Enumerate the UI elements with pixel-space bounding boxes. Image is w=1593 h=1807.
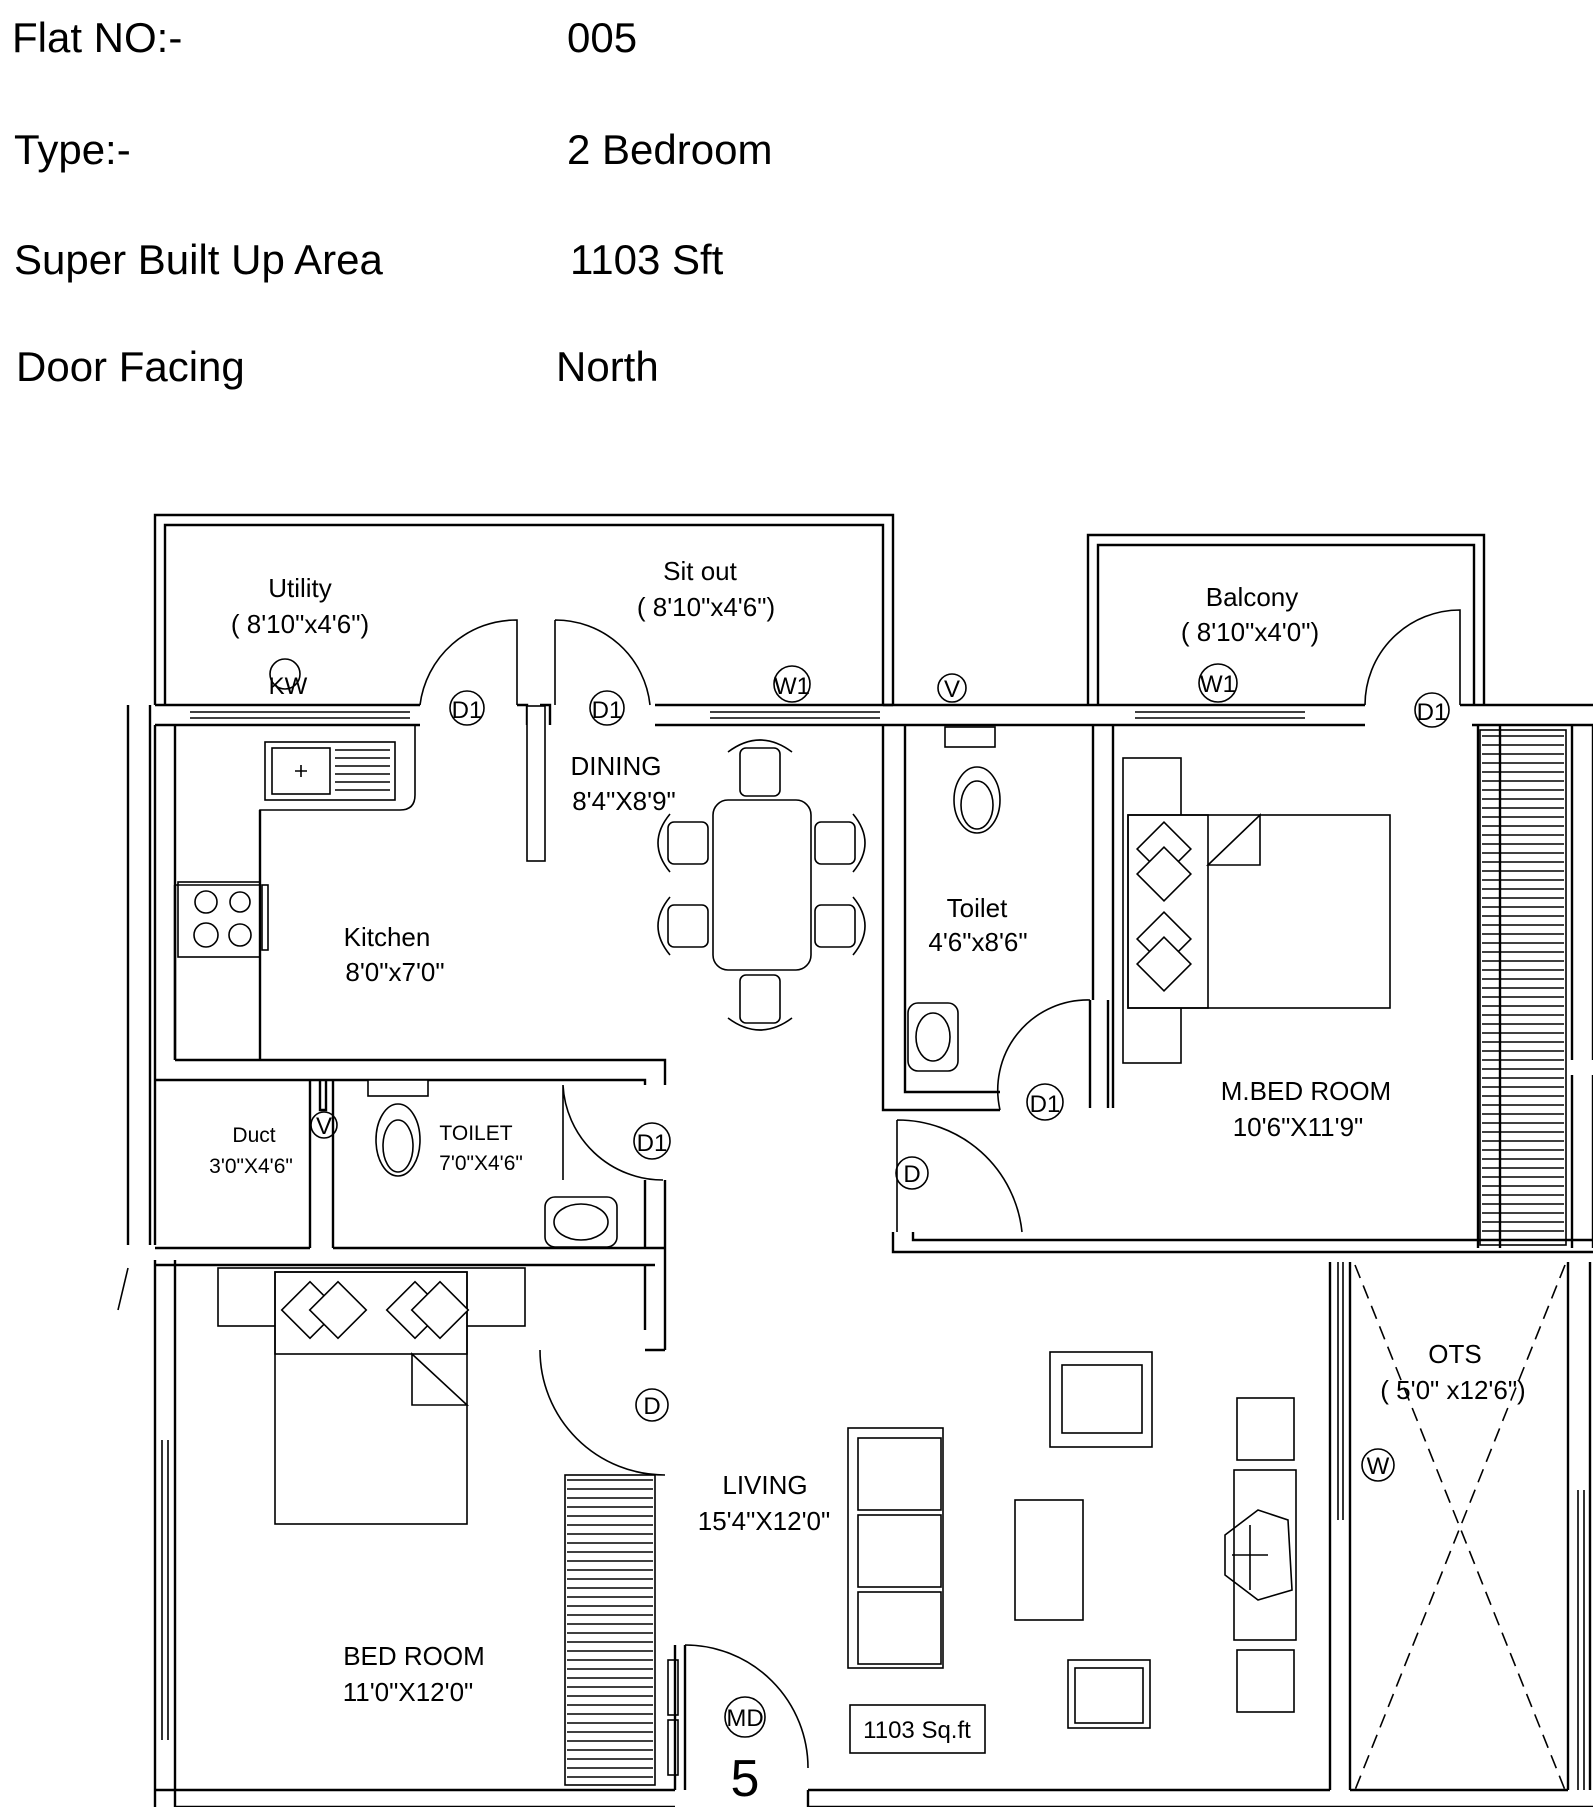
tag-w1: W1 <box>1200 671 1236 698</box>
tag-d1: D1 <box>592 697 623 724</box>
sofa-icon <box>847 1427 944 1669</box>
facing-value: North <box>556 343 659 390</box>
master-bed-icon <box>1122 757 1391 1064</box>
sitout-size: ( 8'10"x4'6") <box>637 592 775 622</box>
type-label: Type:- <box>14 126 131 173</box>
ots-label: OTS <box>1428 1339 1481 1369</box>
bed-size: 11'0"X12'0" <box>343 1677 474 1707</box>
area-box-text: 1103 Sq.ft <box>863 1717 971 1744</box>
tag-v: V <box>316 1113 332 1140</box>
dining-label: DINING <box>571 751 662 781</box>
area-box <box>849 1704 986 1754</box>
ots-shaft <box>1354 1264 1566 1791</box>
area-value: 1103 Sft <box>570 236 724 283</box>
hatch-bedroom <box>567 1479 653 1778</box>
tag-d: D <box>643 1393 660 1420</box>
tag-v: V <box>944 676 960 703</box>
kitchen-fixtures <box>175 724 416 958</box>
walls <box>117 513 1593 1807</box>
tags <box>269 658 1450 1738</box>
toilet1-fixtures <box>907 726 1001 1072</box>
stove-icon <box>177 881 261 958</box>
flat-info-panel: Flat NO:- 005 Type:- 2 Bedroom Super Bui… <box>0 0 1593 420</box>
flat-no-value: 005 <box>567 14 638 61</box>
bed-label: BED ROOM <box>343 1641 485 1671</box>
balcony-label: Balcony <box>1206 582 1299 612</box>
living-label: LIVING <box>722 1470 807 1500</box>
toilet2-label: TOILET <box>439 1122 512 1145</box>
living-size: 15'4"X12'0" <box>698 1506 831 1536</box>
sitout-label: Sit out <box>663 556 737 586</box>
kitchen-label: Kitchen <box>344 922 431 952</box>
duct-size: 3'0"X4'6" <box>209 1155 293 1178</box>
dining-size: 8'4"X8'9" <box>572 786 676 816</box>
mbed-size: 10'6"X11'9" <box>1233 1112 1364 1142</box>
area-label: Super Built Up Area <box>14 236 383 283</box>
toilet1-size: 4'6"x8'6" <box>928 927 1027 957</box>
type-value: 2 Bedroom <box>567 126 773 173</box>
armchair-icon <box>1049 1351 1153 1448</box>
hatch-mbed <box>1482 735 1564 1241</box>
balcony-size: ( 8'10"x4'0") <box>1181 617 1319 647</box>
ots-size: ( 5'0" x12'6") <box>1380 1375 1525 1405</box>
tag-d1: D1 <box>1417 699 1448 726</box>
coffee-table-icon <box>1014 1499 1084 1621</box>
tag-w: W <box>1367 1453 1390 1480</box>
bed-icon <box>217 1267 526 1525</box>
tag-w1: W1 <box>774 673 810 700</box>
toilet2-fixtures <box>367 1079 618 1248</box>
facing-label: Door Facing <box>16 343 245 390</box>
toilet1-label: Toilet <box>947 893 1008 923</box>
unit-number: 5 <box>731 1750 760 1807</box>
toilet2-size: 7'0"X4'6" <box>439 1152 523 1175</box>
kitchen-size: 8'0"x7'0" <box>345 957 444 987</box>
flat-no-label: Flat NO:- <box>12 14 183 61</box>
tag-d1: D1 <box>637 1130 668 1157</box>
tag-kw: KW <box>269 673 308 700</box>
duct-label: Duct <box>232 1124 275 1147</box>
utility-label: Utility <box>268 573 332 603</box>
living-furniture <box>847 1351 1297 1729</box>
armchair-icon <box>1067 1659 1151 1729</box>
tag-d1: D1 <box>452 697 483 724</box>
dining-set-icon <box>657 739 866 1031</box>
mbed-label: M.BED ROOM <box>1221 1076 1391 1106</box>
tag-d: D <box>903 1161 920 1188</box>
tag-md: MD <box>726 1705 763 1732</box>
utility-size: ( 8'10"x4'6") <box>231 609 369 639</box>
door-swings <box>419 609 1461 1776</box>
tag-d1: D1 <box>1030 1091 1061 1118</box>
